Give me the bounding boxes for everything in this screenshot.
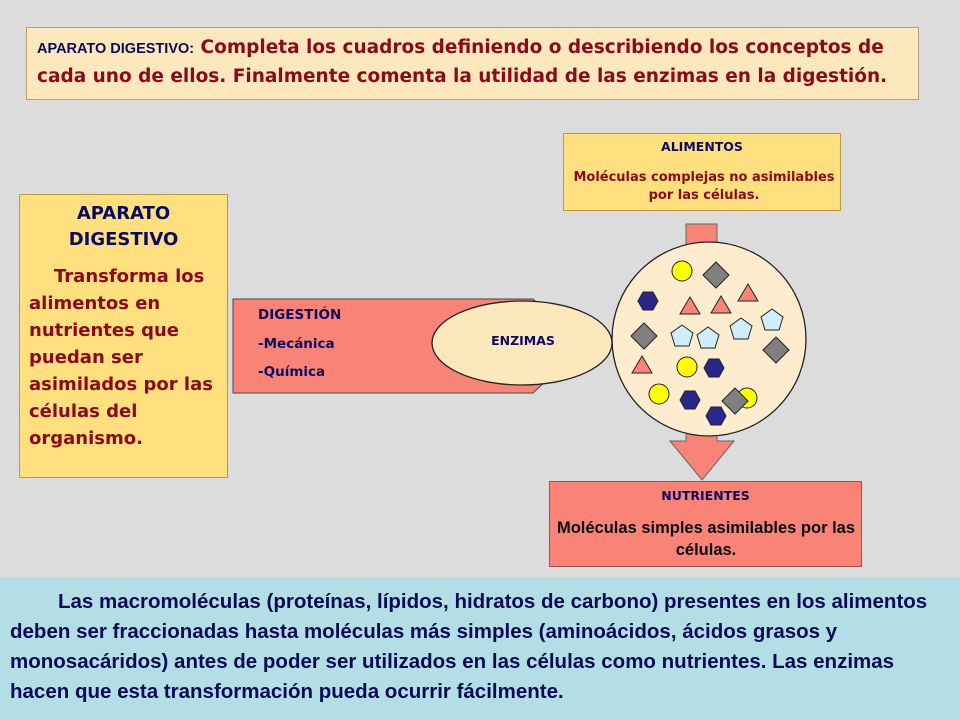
molecule-grey-diamond — [630, 322, 658, 350]
nutrientes-box: NUTRIENTES Moléculas simples asimilables… — [549, 481, 862, 567]
molecule-navy-hexagon — [705, 406, 727, 426]
enzimas-label: ENZIMAS — [491, 333, 555, 348]
molecule-navy-hexagon — [637, 291, 659, 311]
molecule-yellow-circle — [676, 356, 698, 378]
molecule-red-triangle — [737, 283, 759, 302]
alimentos-box: ALIMENTOS Moléculas complejas no asimila… — [563, 133, 841, 211]
instruction-banner: APARATO DIGESTIVO: Completa los cuadros … — [26, 27, 919, 100]
molecule-blue-pentagon — [760, 308, 784, 331]
footer-explanation-band: Las macromoléculas (proteínas, lípidos, … — [0, 577, 960, 720]
aparato-digestivo-box: APARATO DIGESTIVO Transforma los aliment… — [19, 194, 228, 478]
molecule-blue-pentagon — [696, 326, 720, 349]
alimentos-title: ALIMENTOS — [661, 139, 743, 154]
molecule-navy-hexagon — [679, 390, 701, 410]
molecule-blue-pentagon — [670, 324, 694, 347]
aparato-description: Transforma los alimentos en nutrientes q… — [29, 266, 213, 449]
aparato-title: APARATO DIGESTIVO — [68, 203, 179, 250]
digestion-title: DIGESTIÓN — [258, 307, 342, 323]
digestion-item-quimica: -Química — [258, 364, 326, 380]
molecule-yellow-circle — [648, 383, 670, 405]
instruction-lead: APARATO DIGESTIVO: — [37, 41, 195, 57]
nutrientes-description: Moléculas simples asimilables por las cé… — [556, 519, 856, 559]
molecule-red-triangle — [679, 296, 701, 315]
molecule-red-triangle — [710, 295, 732, 314]
instruction-text: Completa los cuadros definiendo o descri… — [37, 37, 888, 87]
nutrientes-title: NUTRIENTES — [661, 488, 750, 503]
molecule-grey-diamond — [702, 261, 730, 289]
alimentos-description: Moléculas complejas no asimilables por l… — [573, 170, 835, 203]
molecule-yellow-circle — [671, 260, 693, 282]
footer-explanation-text: Las macromoléculas (proteínas, lípidos, … — [10, 590, 928, 703]
molecule-blue-pentagon — [729, 317, 753, 340]
digestion-item-mecanica: -Mecánica — [258, 336, 335, 352]
molecule-grey-diamond — [762, 336, 790, 364]
enzimas-ellipse — [431, 300, 613, 386]
molecule-navy-hexagon — [703, 358, 725, 378]
molecule-grey-diamond — [721, 387, 749, 415]
molecule-red-triangle — [631, 355, 653, 374]
